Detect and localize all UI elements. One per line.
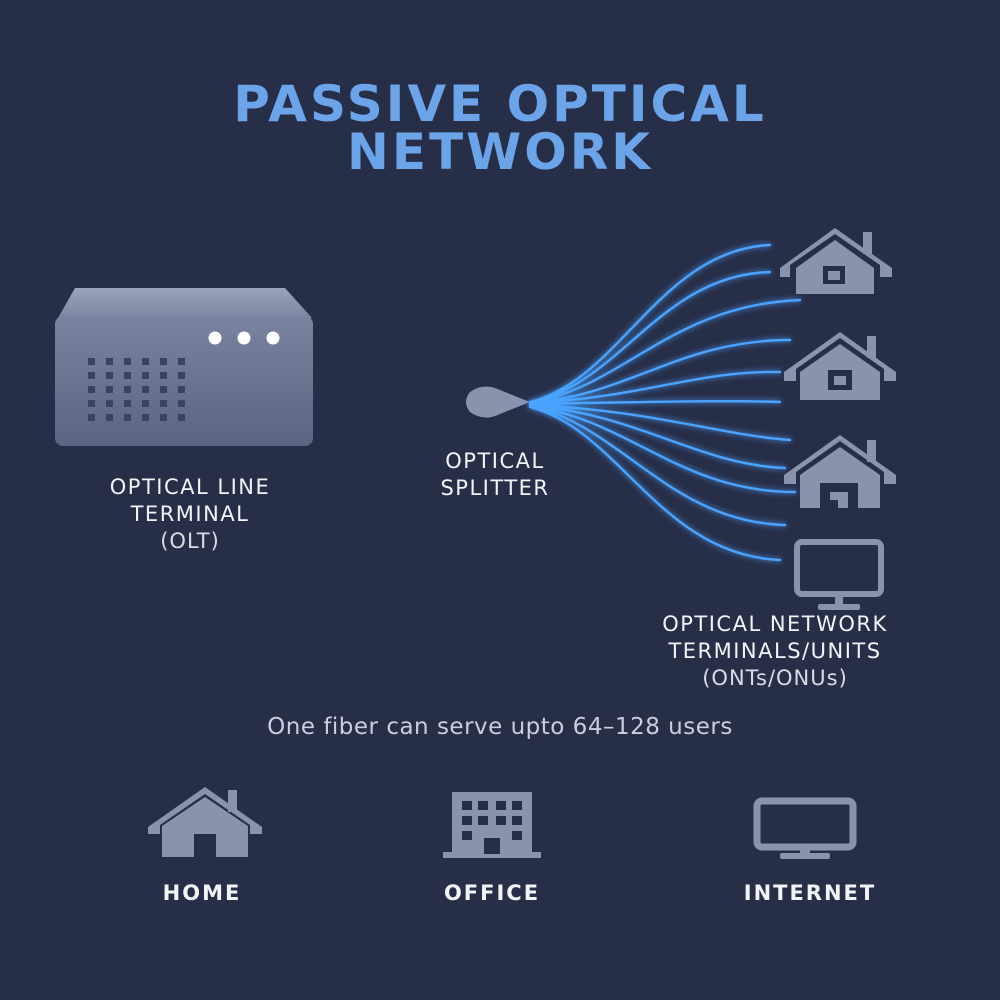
legend-monitor-icon <box>753 797 857 859</box>
title-line-2: NETWORK <box>346 123 653 181</box>
olt-label-line-2: TERMINAL <box>130 502 250 526</box>
ont-label-line-2: TERMINALS/UNITS <box>668 639 882 663</box>
house-icon <box>784 332 896 400</box>
splitter-label-line-1: OPTICAL <box>445 449 545 473</box>
legend-office-building-icon <box>443 792 541 858</box>
capacity-caption: One fiber can serve upto 64–128 users <box>267 714 733 740</box>
legend-house-icon <box>148 787 262 857</box>
legend-internet-label: INTERNET <box>743 881 877 905</box>
splitter-icon <box>466 386 530 418</box>
olt-label-abbr: (OLT) <box>160 529 220 553</box>
house-icon <box>780 228 892 294</box>
splitter-label: OPTICAL SPLITTER <box>395 448 595 502</box>
splitter-label-line-2: SPLITTER <box>440 476 550 500</box>
legend-office-label: OFFICE <box>443 881 541 905</box>
ont-label: OPTICAL NETWORK TERMINALS/UNITS (ONTs/ON… <box>590 611 960 692</box>
olt-label-line-1: OPTICAL LINE <box>109 475 271 499</box>
ont-label-abbr: (ONTs/ONUs) <box>702 666 848 690</box>
ont-label-line-1: OPTICAL NETWORK <box>662 612 888 636</box>
olt-label: OPTICAL LINE TERMINAL (OLT) <box>40 474 340 555</box>
legend-home-label: HOME <box>162 881 242 905</box>
branch-fibers <box>528 243 802 562</box>
server-box-icon <box>55 288 313 446</box>
monitor-icon <box>794 539 884 610</box>
house-icon <box>784 435 896 508</box>
title-line-1: PASSIVE OPTICAL <box>233 75 767 133</box>
